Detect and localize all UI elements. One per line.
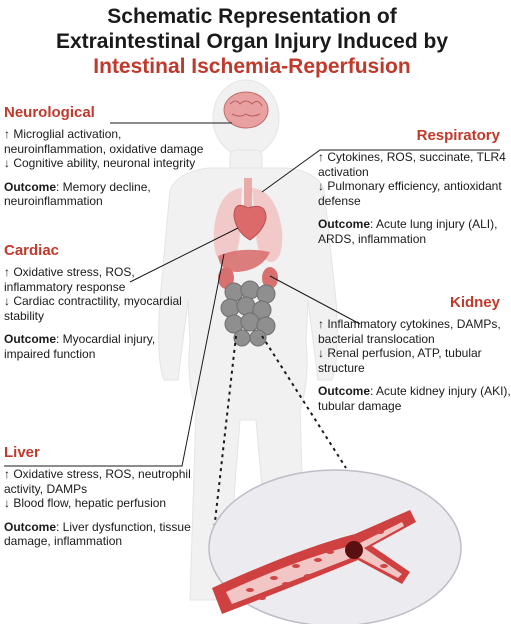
cardiac-up: ↑ Oxidative stress, ROS,: [4, 265, 135, 279]
cardiac-heading: Cardiac: [4, 242, 60, 259]
neurological-outcome-2: neuroinflammation: [4, 194, 103, 208]
brain-icon: [223, 91, 269, 129]
liver-block: Liver ↑ Oxidative stress, ROS, neutrophi…: [4, 444, 191, 549]
neurological-outcome: Outcome: Memory decline,: [4, 179, 151, 194]
liver-up: ↑ Oxidative stress, ROS, neutrophil: [4, 467, 191, 481]
kidney-outcome: Outcome: Acute kidney injury (AKI),: [318, 384, 511, 398]
clot-icon: [345, 541, 363, 559]
leader-cardiac: [129, 227, 239, 283]
neurological-heading: Neurological: [4, 104, 95, 121]
kidney-up-2: bacterial translocation: [318, 331, 435, 346]
cardiac-outcome: Outcome: Myocardial injury,: [4, 332, 156, 346]
neurological-block: Neurological ↑ Microglial activation, ne…: [4, 104, 203, 209]
heart-icon: [233, 204, 267, 241]
respiratory-up-2: activation: [318, 164, 369, 179]
liver-outcome-2: damage, inflammation: [4, 534, 123, 548]
intestine-icon: [220, 280, 276, 347]
title-line-1: Schematic Representation of: [107, 5, 397, 28]
leader-lines: [4, 122, 500, 467]
leader-kidney: [269, 275, 361, 325]
liver-outcome: Outcome: Liver dysfunction, tissue: [4, 519, 191, 534]
neurological-up-2: neuroinflammation, oxidative damage: [4, 141, 204, 156]
kidney-down: ↓ Renal perfusion, ATP, tubular: [318, 346, 482, 360]
liver-heading: Liver: [4, 444, 40, 461]
cardiac-up-2: inflammatory response: [4, 279, 126, 294]
respiratory-heading: Respiratory: [416, 127, 500, 144]
respiratory-block: Respiratory ↑ Cytokines, ROS, succinate,…: [318, 127, 506, 246]
blood-vessel-zoom: [208, 469, 462, 624]
title-line-3: Intestinal Ischemia-Reperfusion: [93, 55, 411, 78]
title-line-2: Extraintestinal Organ Injury Induced by: [55, 30, 449, 53]
liver-up-2: activity, DAMPs: [4, 481, 88, 496]
respiratory-up: ↑ Cytokines, ROS, succinate, TLR4: [318, 150, 506, 164]
respiratory-down: ↓ Pulmonary efficiency, antioxidant: [318, 179, 502, 193]
zoom-dotted-lines: [211, 335, 347, 549]
cardiac-outcome-2: impaired function: [4, 346, 96, 361]
kidney-heading: Kidney: [449, 294, 500, 311]
respiratory-down-2: defense: [318, 193, 361, 208]
neurological-down: ↓ Cognitive ability, neuronal integrity: [4, 156, 196, 170]
kidney-block: Kidney ↑ Inflammatory cytokines, DAMPs, …: [318, 294, 511, 413]
cardiac-down: ↓ Cardiac contractility, myocardial: [4, 294, 182, 308]
cardiac-block: Cardiac ↑ Oxidative stress, ROS, inflamm…: [4, 242, 182, 361]
respiratory-outcome: Outcome: Acute lung injury (ALI),: [318, 217, 498, 231]
liver-icon: [218, 249, 270, 272]
neurological-up: ↑ Microglial activation,: [4, 127, 122, 141]
cardiac-down-2: stability: [4, 308, 45, 323]
leader-liver: [4, 253, 225, 467]
kidney-up: ↑ Inflammatory cytokines, DAMPs,: [318, 317, 501, 331]
leader-respiratory: [261, 149, 500, 193]
liver-down: ↓ Blood flow, hepatic perfusion: [4, 496, 167, 510]
respiratory-outcome-2: ARDS, inflammation: [318, 231, 427, 246]
kidney-outcome-2: tubular damage: [318, 398, 402, 413]
kidney-down-2: structure: [318, 360, 365, 375]
